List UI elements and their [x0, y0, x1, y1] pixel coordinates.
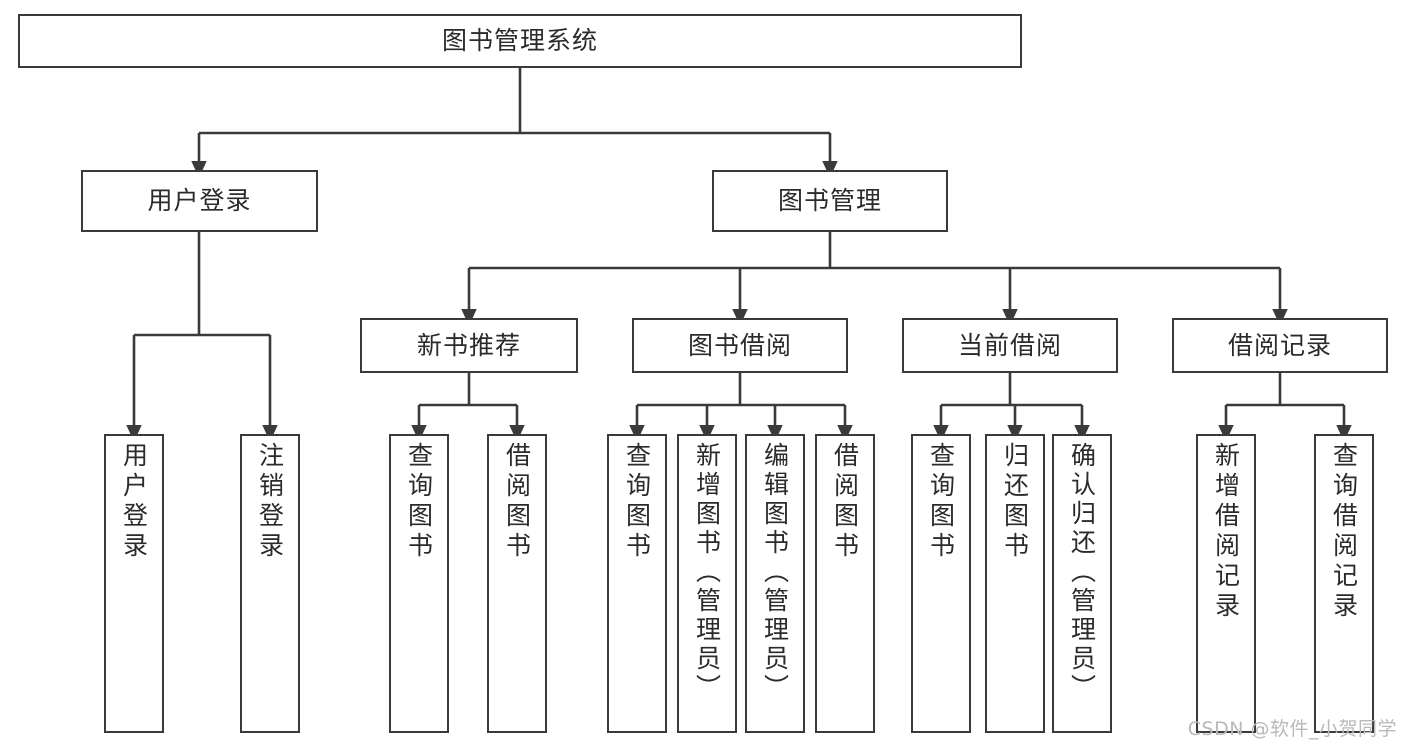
node-leaf-borrow-book-2[interactable]: 借阅图书	[815, 434, 875, 733]
node-leaf-return-book[interactable]: 归还图书	[985, 434, 1045, 733]
node-current-borrow-label: 当前借阅	[957, 330, 1062, 360]
node-leaf-borrow-book-2-label: 借阅图书	[830, 442, 860, 562]
node-leaf-query-book-1[interactable]: 查询图书	[389, 434, 449, 733]
node-leaf-query-record[interactable]: 查询借阅记录	[1314, 434, 1374, 733]
node-leaf-return-book-label: 归还图书	[1000, 442, 1030, 562]
node-leaf-borrow-book-1[interactable]: 借阅图书	[487, 434, 547, 733]
node-new-book-recommend[interactable]: 新书推荐	[360, 318, 578, 373]
node-user-login-label: 用户登录	[147, 186, 252, 216]
node-user-login[interactable]: 用户登录	[81, 170, 318, 232]
node-leaf-add-book[interactable]: 新增图书（管理员）	[677, 434, 737, 733]
node-current-borrow[interactable]: 当前借阅	[902, 318, 1118, 373]
node-leaf-borrow-book-1-label: 借阅图书	[502, 442, 532, 562]
node-leaf-edit-book-label: 编辑图书（管理员）	[760, 442, 790, 703]
node-book-borrow-label: 图书借阅	[687, 330, 792, 360]
node-leaf-add-book-label: 新增图书（管理员）	[692, 442, 722, 703]
node-leaf-edit-book[interactable]: 编辑图书（管理员）	[745, 434, 805, 733]
node-new-book-recommend-label: 新书推荐	[416, 330, 521, 360]
node-leaf-query-book-1-label: 查询图书	[404, 442, 434, 562]
node-leaf-query-book-2[interactable]: 查询图书	[607, 434, 667, 733]
node-leaf-query-book-3[interactable]: 查询图书	[911, 434, 971, 733]
node-root-label: 图书管理系统	[441, 26, 598, 56]
node-leaf-add-record[interactable]: 新增借阅记录	[1196, 434, 1256, 733]
node-book-borrow[interactable]: 图书借阅	[632, 318, 848, 373]
node-book-manage[interactable]: 图书管理	[712, 170, 948, 232]
node-leaf-user-login[interactable]: 用户登录	[104, 434, 164, 733]
node-leaf-query-record-label: 查询借阅记录	[1329, 442, 1359, 622]
node-borrow-record-label: 借阅记录	[1227, 330, 1332, 360]
node-leaf-query-book-3-label: 查询图书	[926, 442, 956, 562]
node-leaf-user-login-label: 用户登录	[119, 442, 149, 562]
node-leaf-query-book-2-label: 查询图书	[622, 442, 652, 562]
node-book-manage-label: 图书管理	[777, 186, 882, 216]
node-root[interactable]: 图书管理系统	[18, 14, 1022, 68]
node-leaf-confirm-return[interactable]: 确认归还（管理员）	[1052, 434, 1112, 733]
node-leaf-logout[interactable]: 注销登录	[240, 434, 300, 733]
node-borrow-record[interactable]: 借阅记录	[1172, 318, 1388, 373]
node-leaf-add-record-label: 新增借阅记录	[1211, 442, 1241, 622]
node-leaf-confirm-return-label: 确认归还（管理员）	[1067, 442, 1097, 703]
node-leaf-logout-label: 注销登录	[255, 442, 285, 562]
